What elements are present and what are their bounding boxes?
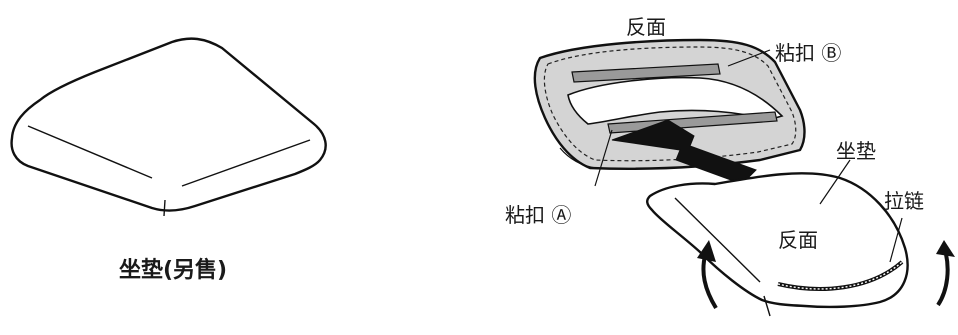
zipper-label: 拉链 xyxy=(884,189,924,213)
rotate-arrow-right-icon xyxy=(936,249,950,307)
cushion-illustration xyxy=(10,37,327,217)
rotate-arrowhead-left-icon xyxy=(697,240,716,262)
velcro-a-label: 粘扣 Ⓐ xyxy=(505,203,571,227)
back-side-label: 反面 xyxy=(626,15,666,39)
cover-back-illustration xyxy=(533,38,806,170)
velcro-b-label: 粘扣 Ⓑ xyxy=(775,41,841,65)
velcro-b-strip xyxy=(571,63,721,83)
cushion-caption: 坐垫(另售) xyxy=(119,257,227,283)
cover-back-label: 反面 xyxy=(778,228,818,252)
rotate-arrowhead-right-icon xyxy=(936,240,955,257)
zippered-cushion-illustration xyxy=(646,172,909,317)
cushion-label: 坐垫 xyxy=(836,139,876,163)
